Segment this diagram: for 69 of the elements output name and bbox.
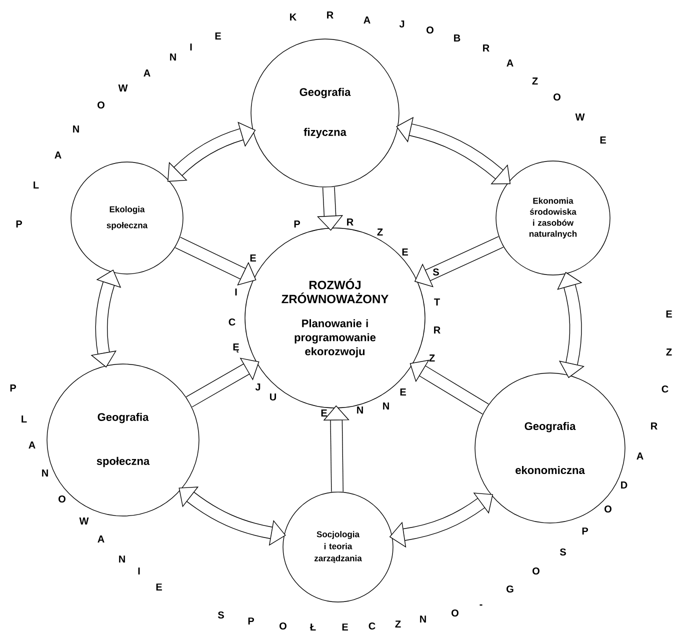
letter: - — [480, 604, 482, 606]
letter: E — [215, 32, 221, 40]
letter: P — [10, 384, 16, 392]
letter: K — [290, 14, 297, 20]
letter: O — [426, 26, 434, 34]
letter: O — [532, 567, 540, 575]
letter: B — [454, 34, 460, 42]
letter: P — [16, 220, 22, 228]
letter: N — [42, 470, 48, 476]
letter: I — [190, 44, 192, 50]
letter: N — [420, 616, 426, 622]
letter: Z — [377, 228, 383, 236]
hollow-arrow — [186, 358, 260, 408]
letter: N — [170, 54, 176, 60]
letter: S — [432, 268, 439, 276]
letter: E — [250, 254, 256, 262]
letter: Z — [395, 620, 401, 628]
letter: A — [144, 70, 150, 76]
letter: Ł — [310, 624, 316, 630]
letter: N — [119, 556, 125, 562]
letter: O — [98, 101, 104, 109]
letter: E — [156, 584, 162, 590]
letter: D — [621, 482, 628, 488]
letter: S — [218, 611, 224, 619]
letter: W — [575, 114, 585, 120]
letter: L — [22, 416, 27, 422]
letter: O — [280, 622, 286, 630]
letter: A — [54, 152, 62, 158]
letter: A — [506, 60, 514, 66]
hollow-arrow — [168, 122, 256, 182]
hollow-arrow — [175, 236, 256, 286]
letter: U — [270, 394, 276, 400]
letter: E — [666, 310, 672, 318]
letter: J — [399, 20, 404, 28]
letter: Z — [532, 78, 538, 84]
letter: E — [400, 388, 406, 396]
letter: C — [662, 385, 668, 393]
letter: C — [228, 318, 236, 326]
letter: R — [327, 12, 334, 18]
letter: N — [73, 126, 79, 132]
letter: L — [34, 182, 39, 188]
circle-node: Geografia fizyczna — [250, 38, 400, 188]
letter: O — [58, 495, 66, 503]
letter: C — [368, 622, 376, 630]
letter: E — [342, 624, 348, 630]
letter: W — [118, 84, 128, 92]
letter: A — [98, 536, 104, 542]
letter: O — [604, 505, 612, 513]
hollow-arrow — [410, 360, 489, 414]
letter: O — [452, 609, 458, 617]
letter: A — [364, 16, 370, 24]
letter: E — [402, 248, 408, 256]
letter: O — [554, 93, 560, 101]
circle-node: Socjologia i teoria zarządzania — [282, 492, 394, 602]
letter: A — [636, 452, 644, 460]
letter: R — [483, 44, 490, 52]
letter: N — [357, 406, 363, 414]
letter: S — [560, 548, 566, 556]
letter: Z — [666, 348, 672, 356]
circle-node: Ekonomia środowiska i zasobów naturalnych — [496, 160, 610, 276]
letter: G — [506, 585, 514, 593]
letter: I — [138, 568, 140, 574]
letter: R — [651, 422, 658, 430]
letter: J — [255, 384, 260, 390]
letter: N — [383, 402, 389, 410]
letter: E — [600, 136, 606, 144]
letter: P — [248, 618, 254, 624]
circle-node: Ekologia społeczna — [70, 162, 184, 274]
letter: A — [28, 442, 36, 448]
